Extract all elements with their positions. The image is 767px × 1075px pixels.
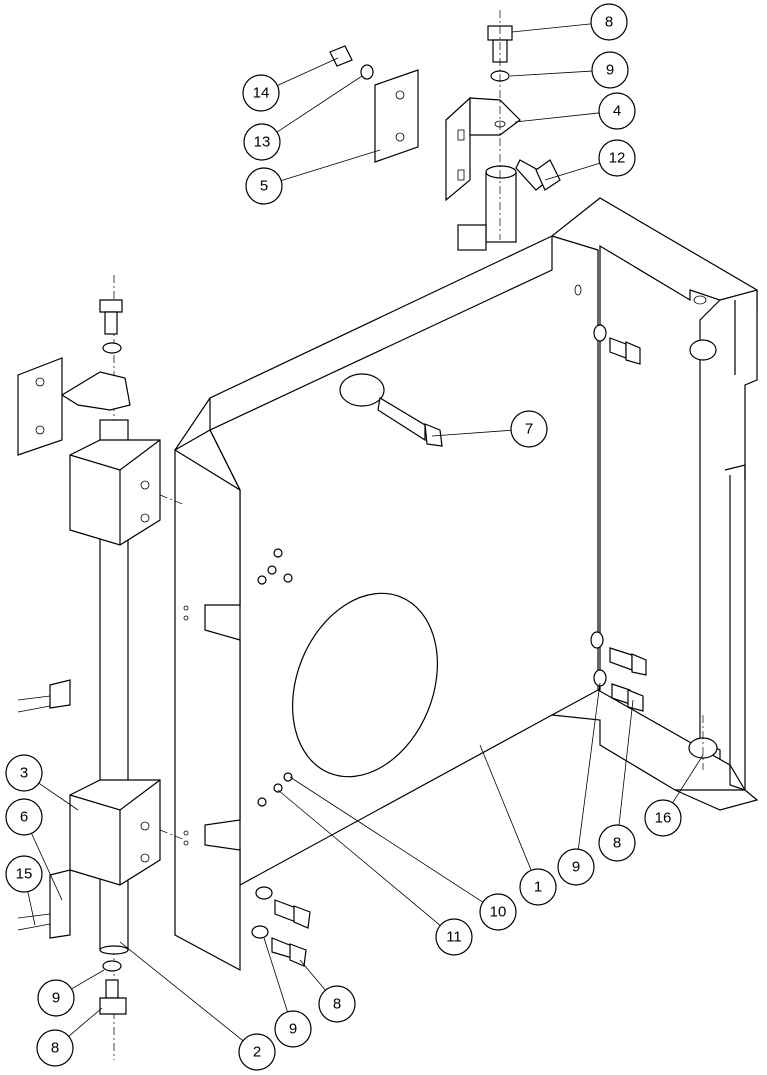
callout-circle <box>5 798 43 836</box>
callout-14: 14 <box>242 57 339 112</box>
callout-circle <box>243 123 281 161</box>
callout-9: 9 <box>37 969 105 1017</box>
leader-line <box>263 937 288 1012</box>
callout-label: 10 <box>490 904 507 921</box>
callout-8: 8 <box>299 959 356 1023</box>
callout-label: 9 <box>289 1021 297 1038</box>
leader-line <box>672 754 704 804</box>
callout-16: 16 <box>644 754 704 837</box>
callout-label: 8 <box>613 835 621 852</box>
callout-15: 15 <box>5 855 43 926</box>
callout-circle <box>557 848 595 886</box>
callout-label: 1 <box>534 879 542 896</box>
leader-line <box>289 776 484 903</box>
callout-label: 9 <box>606 62 614 79</box>
leader-line <box>68 1007 103 1037</box>
callout-circle <box>598 824 636 862</box>
callout-label: 6 <box>20 809 28 826</box>
callout-label: 11 <box>446 929 462 946</box>
callout-label: 8 <box>333 996 341 1013</box>
callout-circle <box>479 893 517 931</box>
leader-line <box>577 682 601 850</box>
callout-circle <box>36 1029 74 1067</box>
callout-label: 12 <box>609 150 626 167</box>
callout-label: 4 <box>613 103 621 120</box>
leader-line <box>281 149 381 182</box>
hinge-bracket-part-4 <box>445 96 521 251</box>
callout-circle <box>5 754 43 792</box>
callout-label: 9 <box>52 990 60 1007</box>
callout-3: 3 <box>5 754 79 811</box>
leader-line <box>431 429 512 437</box>
callout-circle <box>591 51 629 89</box>
leader-line <box>277 789 441 926</box>
callout-10: 10 <box>289 776 517 931</box>
callout-label: 3 <box>20 765 28 782</box>
leader-line <box>71 969 105 990</box>
leader-line <box>27 891 36 926</box>
callout-circle <box>318 985 356 1023</box>
callout-circle <box>435 918 473 956</box>
callout-circle <box>590 3 628 41</box>
callout-circle <box>274 1010 312 1048</box>
callout-1: 1 <box>479 744 557 906</box>
leader-line <box>618 699 634 826</box>
leader-line <box>31 833 63 901</box>
callout-4: 4 <box>514 92 636 130</box>
leader-line <box>511 23 592 33</box>
leader-line <box>38 782 79 811</box>
callout-8: 8 <box>598 699 636 862</box>
plate-bolts <box>251 324 718 967</box>
leader-line <box>509 70 593 77</box>
callout-group: 8 9 14 4 13 12 5 7 3 6 15 16 1 9 8 10 11 9 8 9 8 2 <box>5 3 704 1071</box>
callout-label: 9 <box>572 859 580 876</box>
callout-9: 9 <box>557 682 601 886</box>
callout-circle <box>598 139 636 177</box>
callout-7: 7 <box>431 410 548 448</box>
callout-circle <box>644 799 682 837</box>
main-plate-part-1 <box>174 197 759 972</box>
leader-line <box>119 941 244 1042</box>
callout-label: 7 <box>525 421 533 438</box>
leader-line <box>479 744 532 871</box>
callout-9: 9 <box>509 51 629 89</box>
shaft-assembly-part-2-3 <box>17 275 186 1060</box>
callout-label: 8 <box>51 1040 59 1057</box>
callout-2: 2 <box>119 941 276 1071</box>
callout-circle <box>242 74 280 112</box>
callout-12: 12 <box>544 139 636 181</box>
leader-line <box>276 75 363 133</box>
callout-8: 8 <box>511 3 628 41</box>
leader-line <box>299 959 326 991</box>
callout-label: 15 <box>16 866 33 883</box>
callout-label: 14 <box>253 85 270 102</box>
callout-label: 13 <box>254 134 271 151</box>
callout-11: 11 <box>277 789 473 956</box>
hinge-plate-part-5 <box>329 45 419 163</box>
callout-label: 8 <box>605 14 613 31</box>
callout-circle <box>37 979 75 1017</box>
callout-label: 5 <box>260 178 268 195</box>
callout-13: 13 <box>243 75 363 161</box>
callout-9: 9 <box>263 937 312 1048</box>
callout-5: 5 <box>245 149 381 205</box>
callout-circle <box>5 855 43 893</box>
callout-label: 16 <box>655 810 672 827</box>
callout-circle <box>598 92 636 130</box>
leader-line <box>514 112 600 123</box>
top-bolt-and-washer <box>487 10 561 240</box>
callout-circle <box>510 410 548 448</box>
callout-6: 6 <box>5 798 63 901</box>
callout-label: 2 <box>253 1044 261 1061</box>
callout-circle <box>238 1033 276 1071</box>
callout-circle <box>245 167 283 205</box>
callout-8: 8 <box>36 1007 103 1067</box>
leader-line <box>544 162 600 181</box>
leader-line <box>277 57 339 86</box>
callout-circle <box>519 868 557 906</box>
